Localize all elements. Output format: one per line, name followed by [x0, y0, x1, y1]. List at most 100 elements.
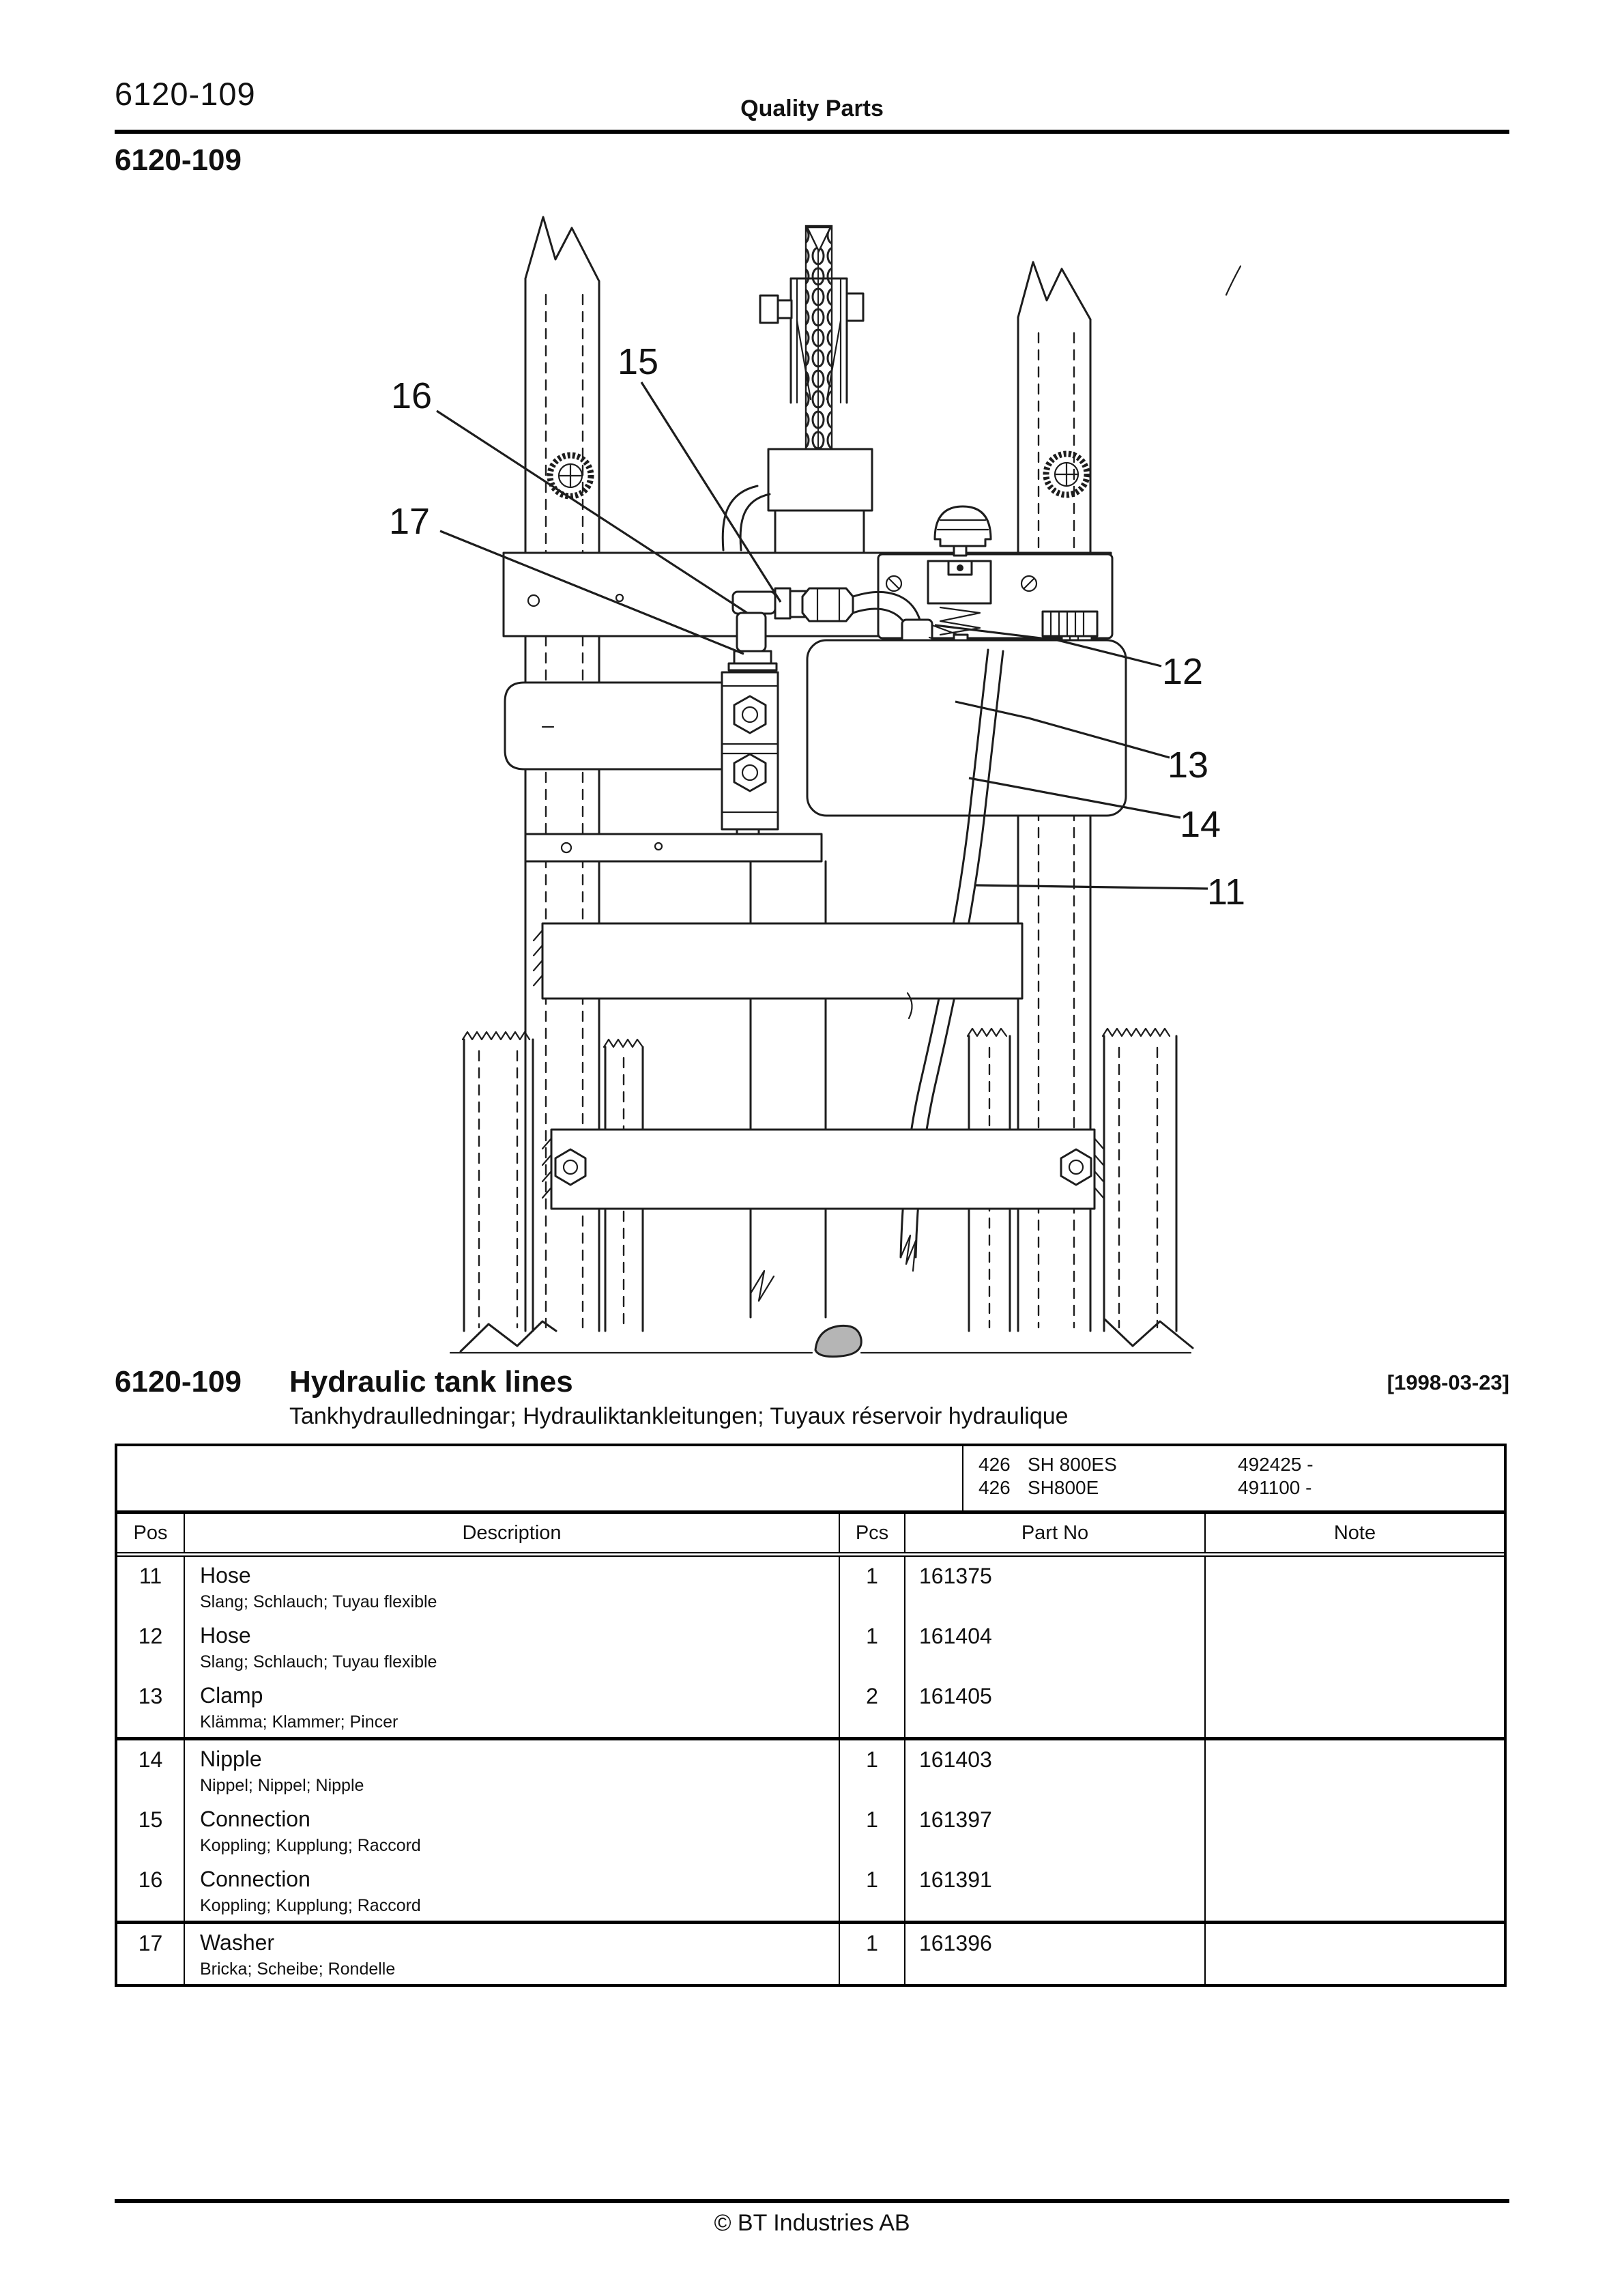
- model-line: 426 SH800E 491100 -: [978, 1476, 1314, 1499]
- row-description-alt: Koppling; Kupplung; Raccord: [200, 1896, 421, 1915]
- row-description-main: Nipple: [200, 1747, 262, 1771]
- row-note: [1206, 1557, 1504, 1617]
- callout-12: 12: [1162, 651, 1203, 692]
- table-row: 17 Washer Bricka; Scheibe; Rondelle 1 16…: [117, 1924, 1504, 1984]
- parts-rows: 11 Hose Slang; Schlauch; Tuyau flexible …: [117, 1557, 1504, 1984]
- footer-copyright: © BT Industries AB: [714, 2210, 910, 2236]
- row-pcs: 1: [840, 1740, 905, 1800]
- lift-chain: [804, 225, 833, 450]
- roller-gear-right: [1043, 450, 1090, 498]
- table-row: 12 Hose Slang; Schlauch; Tuyau flexible …: [117, 1617, 1504, 1677]
- row-pos: 13: [117, 1677, 185, 1737]
- model-name: SH800E: [1028, 1477, 1099, 1498]
- row-description-main: Clamp: [200, 1683, 263, 1708]
- under-plate: [524, 833, 823, 863]
- fork-arm: [504, 681, 723, 771]
- hydraulic-tank: [806, 639, 1127, 817]
- roller-gear-left: [547, 452, 594, 500]
- model-name: SH 800ES: [1028, 1454, 1117, 1475]
- row-pos: 11: [117, 1557, 185, 1617]
- section-number-bold: 6120-109: [115, 143, 242, 177]
- section-code: 6120-109: [115, 1365, 242, 1398]
- row-pos: 16: [117, 1861, 185, 1921]
- outer-channel-right: [1101, 1027, 1178, 1332]
- callout-13: 13: [1168, 745, 1208, 786]
- row-part-no: 161405: [905, 1677, 1206, 1737]
- row-part-no: 161396: [905, 1924, 1206, 1984]
- chain-anchor-clevis: [759, 277, 865, 404]
- row-pcs: 1: [840, 1557, 905, 1617]
- row-pcs: 1: [840, 1924, 905, 1984]
- row-description-main: Connection: [200, 1807, 310, 1831]
- breather-knob: [933, 505, 992, 557]
- row-description-alt: Koppling; Kupplung; Raccord: [200, 1836, 421, 1855]
- row-description-main: Connection: [200, 1867, 310, 1891]
- row-description-main: Hose: [200, 1623, 251, 1648]
- row-pos: 14: [117, 1740, 185, 1800]
- section-date: [1998-03-23]: [1387, 1371, 1509, 1394]
- footer-rule: [115, 2199, 1509, 2203]
- col-header-note: Note: [1333, 1521, 1376, 1544]
- callout-leaders: [436, 382, 1208, 890]
- row-pcs: 1: [840, 1617, 905, 1677]
- table-row: 14 Nipple Nippel; Nippel; Nipple 1 16140…: [117, 1740, 1504, 1800]
- row-note: [1206, 1677, 1504, 1737]
- clamp-block: [721, 671, 779, 842]
- row-description-alt: Klämma; Klammer; Pincer: [200, 1712, 398, 1732]
- model-line: 426 SH 800ES 492425 -: [978, 1453, 1314, 1476]
- section-subtitle: Tankhydraulledningar; Hydrauliktankleitu…: [289, 1403, 1069, 1429]
- crossbar-lower: [541, 1128, 1105, 1210]
- callout-11: 11: [1207, 872, 1245, 913]
- row-description: Connection Koppling; Kupplung; Raccord: [185, 1861, 840, 1921]
- row-part-no: 161404: [905, 1617, 1206, 1677]
- callout-14: 14: [1180, 804, 1221, 845]
- row-pcs: 1: [840, 1800, 905, 1861]
- row-note: [1206, 1740, 1504, 1800]
- ground-line: [449, 1317, 1194, 1358]
- valve-block: [885, 560, 1038, 647]
- outer-channel-left: [461, 1031, 534, 1332]
- row-note: [1206, 1924, 1504, 1984]
- callout-16: 16: [391, 375, 432, 416]
- row-pos: 17: [117, 1924, 185, 1984]
- row-note: [1206, 1861, 1504, 1921]
- row-description: Hose Slang; Schlauch; Tuyau flexible: [185, 1557, 840, 1617]
- callout-15: 15: [618, 341, 658, 382]
- row-pcs: 2: [840, 1677, 905, 1737]
- col-header-pos: Pos: [117, 1514, 185, 1552]
- row-note: [1206, 1617, 1504, 1677]
- row-description-alt: Nippel; Nippel; Nipple: [200, 1776, 364, 1795]
- row-description: Nipple Nippel; Nippel; Nipple: [185, 1740, 840, 1800]
- row-description: Washer Bricka; Scheibe; Rondelle: [185, 1924, 840, 1984]
- model-serial: 492425 -: [1238, 1454, 1314, 1475]
- stray-mark-2: [906, 992, 913, 1020]
- row-pos: 15: [117, 1800, 185, 1861]
- elbow-connection: [727, 587, 854, 672]
- table-row: 16 Connection Koppling; Kupplung; Raccor…: [117, 1861, 1504, 1924]
- table-column-headers: Pos Description Pcs Part No Note: [117, 1514, 1504, 1557]
- crossbar-upper: [532, 922, 1024, 1000]
- model-code: 426: [978, 1454, 1011, 1475]
- model-code: 426: [978, 1477, 1011, 1498]
- row-description-main: Washer: [200, 1930, 275, 1955]
- page-number-top: 6120-109: [115, 76, 256, 112]
- row-pos: 12: [117, 1617, 185, 1677]
- row-part-no: 161403: [905, 1740, 1206, 1800]
- row-part-no: 161397: [905, 1800, 1206, 1861]
- row-description: Hose Slang; Schlauch; Tuyau flexible: [185, 1617, 840, 1677]
- table-row: 11 Hose Slang; Schlauch; Tuyau flexible …: [117, 1557, 1504, 1617]
- header-rule: [115, 130, 1509, 134]
- model-serial: 491100 -: [1238, 1477, 1312, 1498]
- table-row: 13 Clamp Klämma; Klammer; Pincer 2 16140…: [117, 1677, 1504, 1740]
- cylinder-hose: [721, 485, 771, 551]
- row-description: Clamp Klämma; Klammer; Pincer: [185, 1677, 840, 1737]
- hydraulic-cylinder: [767, 448, 873, 554]
- row-part-no: 161375: [905, 1557, 1206, 1617]
- col-header-part-no: Part No: [905, 1514, 1206, 1552]
- table-row: 15 Connection Koppling; Kupplung; Raccor…: [117, 1800, 1504, 1861]
- col-header-description: Description: [185, 1514, 840, 1552]
